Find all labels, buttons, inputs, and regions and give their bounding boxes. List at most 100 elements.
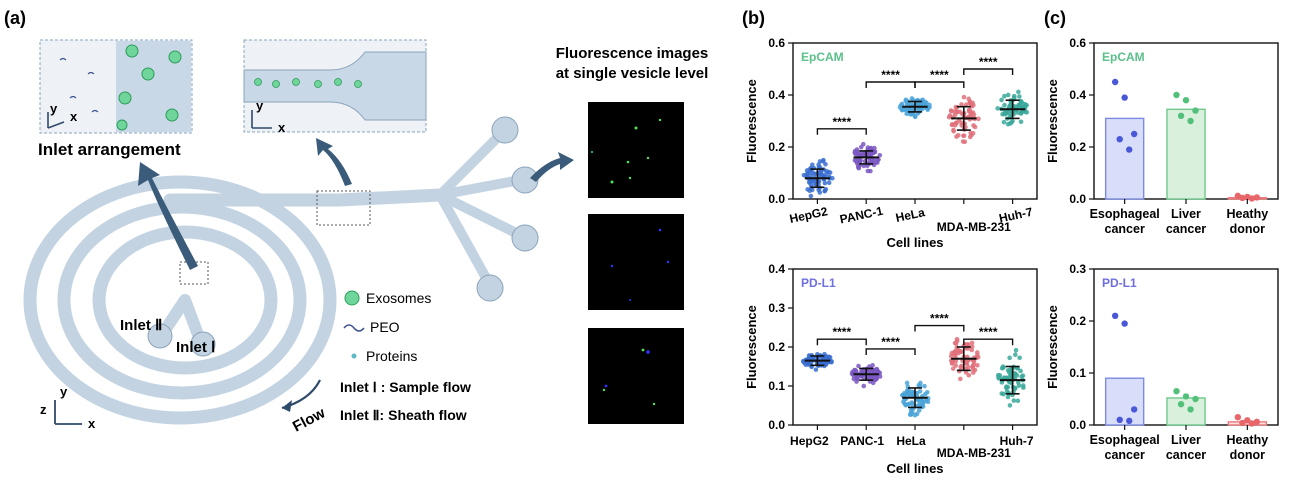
data-point: [969, 340, 975, 346]
bar: [1104, 377, 1145, 426]
data-point: [1012, 352, 1018, 357]
focus-axis-y-label: y: [256, 98, 264, 113]
data-point: [922, 383, 927, 389]
data-point: [1192, 107, 1199, 114]
data-point: [970, 130, 976, 136]
data-point: [875, 157, 881, 163]
data-point: [925, 399, 931, 405]
data-point: [1248, 420, 1256, 427]
x-tick-label: MDA-MB-231: [937, 446, 1011, 460]
significance-label: ****: [930, 68, 949, 82]
data-point: [1012, 385, 1018, 391]
data-point: [958, 376, 963, 382]
data-point: [966, 107, 972, 113]
y-tick-label: 0.2: [1069, 314, 1086, 328]
data-point: [903, 98, 909, 104]
data-point: [1111, 78, 1119, 86]
x-tick-label: Esophageal: [1090, 433, 1160, 447]
spiral-loop-middle: [57, 200, 307, 400]
data-point: [1002, 102, 1007, 108]
data-point: [807, 180, 813, 185]
x-axis-label: Cell lines: [886, 235, 943, 250]
data-point: [823, 161, 828, 167]
y-tick-label: 0.4: [1069, 88, 1086, 102]
data-point: [975, 352, 980, 358]
x-tick-label: Liver: [1171, 433, 1201, 447]
data-point: [1017, 94, 1022, 99]
data-point: [806, 353, 812, 358]
data-point: [1018, 119, 1024, 125]
data-point: [1021, 385, 1026, 390]
data-point: [961, 133, 966, 139]
data-point: [1130, 406, 1138, 413]
axis-ind-focus: [251, 110, 272, 129]
y-axis-label: Fluorescence: [1045, 79, 1060, 163]
flow-arrow-head: [282, 400, 292, 412]
focus-axis-x-label: x: [278, 120, 286, 135]
focus-zoom-box: [316, 190, 371, 226]
exosome-icon: [344, 290, 360, 306]
significance-label: ****: [832, 115, 851, 129]
data-point: [906, 392, 911, 398]
data-point: [972, 367, 978, 373]
y-tick-label: 0.2: [768, 340, 785, 354]
data-point: [899, 107, 905, 113]
data-point: [1177, 112, 1185, 120]
data-point: [811, 171, 816, 176]
significance-bracket: [816, 338, 867, 346]
significance-label: ****: [979, 325, 998, 339]
x-tick-label: Huh-7: [1000, 434, 1034, 448]
bar: [1166, 397, 1206, 426]
data-point: [861, 383, 867, 389]
data-point: [917, 389, 923, 394]
data-point: [1116, 416, 1123, 423]
flow-label: Flow: [290, 404, 328, 435]
focused-exosomes: [254, 78, 362, 88]
significance-bracket: [865, 81, 916, 88]
significance-label: ****: [832, 325, 851, 339]
panel-b-label: (b): [742, 8, 765, 28]
fluor-title-line2: at single vesicle level: [556, 65, 709, 82]
y-axis-label: Fluorescence: [1045, 305, 1060, 389]
data-point: [830, 175, 835, 181]
data-point: [969, 347, 975, 353]
x-tick-label: cancer: [1166, 222, 1206, 236]
data-point: [1173, 388, 1180, 395]
y-tick-label: 0.0: [1069, 192, 1086, 206]
inlet-1-label: Inlet Ⅰ: [176, 339, 215, 356]
data-point: [1173, 91, 1180, 99]
legend-inlet-1: Inlet Ⅰ : Sample flow: [340, 379, 471, 395]
data-point: [1002, 93, 1007, 99]
significance-bracket: [963, 68, 1014, 75]
data-point: [1005, 121, 1011, 127]
data-point: [813, 367, 819, 372]
data-point: [963, 102, 969, 107]
data-point: [949, 108, 954, 114]
data-point: [1005, 92, 1011, 98]
data-point: [1248, 195, 1256, 202]
arrow-to-inlet-inset: [138, 162, 198, 270]
data-point: [1182, 97, 1190, 104]
merged-spots: [602, 348, 656, 406]
fluor-image-merged: [588, 328, 684, 424]
data-point: [1005, 384, 1011, 390]
data-point: [960, 139, 966, 144]
data-point: [1239, 194, 1246, 202]
legend-peo: PEO: [370, 319, 400, 335]
significance-label: ****: [881, 335, 900, 349]
data-point: [1177, 401, 1185, 408]
inlet-arrangement-caption: Inlet arrangement: [38, 140, 181, 159]
data-point: [1121, 320, 1128, 327]
data-point: [905, 387, 911, 393]
data-point: [854, 379, 859, 384]
x-tick-label: MDA-MB-231: [937, 220, 1011, 234]
data-point: [1022, 101, 1028, 107]
main-axis-x-label: x: [88, 416, 96, 431]
data-point: [1016, 103, 1021, 108]
data-point: [955, 132, 961, 138]
panel-a-label: (a): [4, 8, 26, 28]
outlet-ports: [147, 116, 539, 357]
y-tick-label: 0.6: [1069, 36, 1086, 50]
arrow-to-focus-inset: [316, 138, 352, 186]
data-point: [961, 94, 967, 100]
